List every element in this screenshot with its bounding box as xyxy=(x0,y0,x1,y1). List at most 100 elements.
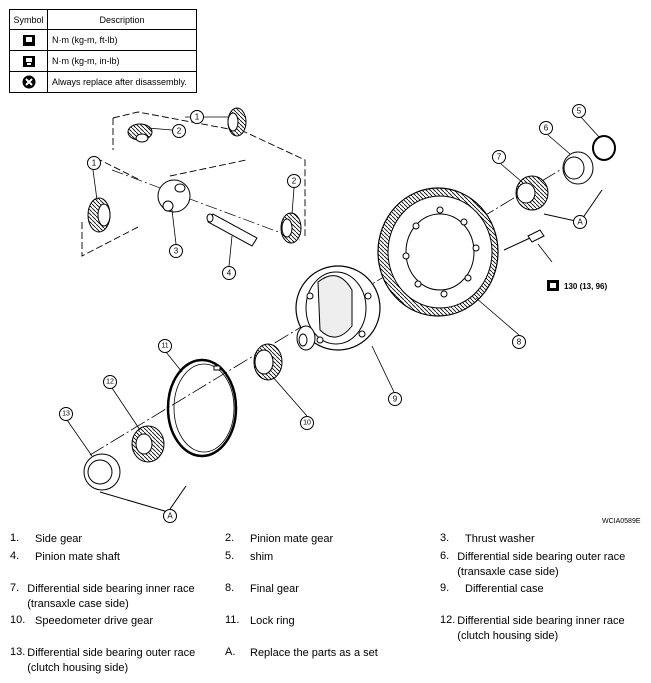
part-number: 11. xyxy=(225,614,240,626)
always-replace-icon xyxy=(22,75,35,89)
part-number: 10. xyxy=(10,614,26,626)
part-name: Differential case xyxy=(465,583,544,595)
callout-a-lower xyxy=(163,509,177,523)
leader-lines xyxy=(66,115,601,457)
callout-label: 4 xyxy=(227,269,232,278)
part-name: Differential side bearing outer race (cl… xyxy=(27,647,196,674)
callout-label: 11 xyxy=(161,343,168,350)
callout-label: 1 xyxy=(195,113,200,122)
callout-11 xyxy=(158,339,172,353)
legend-row-text: N·m (kg-m, ft-lb) xyxy=(47,29,197,51)
pinion-mate-shaft xyxy=(206,213,258,247)
callout-label: A xyxy=(167,512,173,521)
list-item: 2. Pinion mate gear xyxy=(225,532,425,547)
part-name: shim xyxy=(250,551,274,563)
callout-7 xyxy=(492,150,506,164)
final-gear xyxy=(377,187,499,317)
part-number: 7. xyxy=(10,582,20,594)
legend-row-text: Always replace after disassembly. xyxy=(47,71,197,93)
image-id: WCIA0589E xyxy=(602,518,641,525)
side-gear-upper xyxy=(227,107,247,137)
callout-label: 12 xyxy=(106,379,114,386)
legend-header-description: Description xyxy=(47,9,197,30)
part-name: Differential side bearing inner race (cl… xyxy=(457,615,625,642)
part-number: 4. xyxy=(10,550,20,562)
part-name: Side gear xyxy=(35,533,83,545)
list-item: 3. Thrust washer xyxy=(440,532,645,547)
list-item: 1. Side gear xyxy=(10,532,210,547)
part-name: Lock ring xyxy=(250,615,295,627)
callout-label: 1 xyxy=(92,159,97,168)
part-number: 2. xyxy=(225,532,235,544)
callout-3 xyxy=(169,244,183,258)
callout-8 xyxy=(512,335,526,349)
torque-spec: 130 (13, 96) xyxy=(564,282,607,291)
part-number: 6. xyxy=(440,550,450,562)
list-item: 12. Differential side bearing inner race… xyxy=(440,614,645,644)
list-item: 11. Lock ring xyxy=(225,614,425,629)
callout-10 xyxy=(300,416,314,430)
set-bracket-upper xyxy=(543,189,603,223)
callout-1a xyxy=(87,156,101,170)
pinion-axis xyxy=(111,169,301,241)
part-number: 1. xyxy=(10,532,20,544)
callout-label: 2 xyxy=(177,127,182,136)
lock-ring xyxy=(166,358,238,458)
inner-race-clutch-side xyxy=(131,425,165,463)
differential-case xyxy=(295,265,381,351)
list-item: 6. Differential side bearing outer race … xyxy=(440,550,645,580)
callout-2a xyxy=(172,124,186,138)
callout-1b xyxy=(190,110,204,124)
callout-label: 6 xyxy=(544,124,549,133)
callout-5 xyxy=(572,104,586,118)
list-item: A. Replace the parts as a set xyxy=(225,646,435,661)
legend-row-text: N·m (kg-m, in-lb) xyxy=(47,50,197,72)
part-name: Differential side bearing outer race (tr… xyxy=(457,551,626,578)
part-number: A. xyxy=(225,646,236,658)
callout-label: 5 xyxy=(577,107,582,116)
part-name: Final gear xyxy=(250,583,299,595)
callout-9 xyxy=(388,392,402,406)
pinion-mate-gear-right xyxy=(280,212,302,244)
part-number: 13. xyxy=(10,646,26,658)
callout-label: 3 xyxy=(174,247,179,256)
callout-label: 2 xyxy=(292,177,297,186)
symbol-legend: Symbol Description N·m (kg-m, ft-lb) N·m… xyxy=(9,9,197,93)
legend-header-symbol: Symbol xyxy=(9,9,48,30)
callout-13 xyxy=(59,407,73,421)
side-gear-left xyxy=(87,197,111,233)
callout-2b xyxy=(287,174,301,188)
thrust-washer xyxy=(157,179,191,213)
part-name: Thrust washer xyxy=(465,533,535,545)
callout-label: 10 xyxy=(303,420,311,427)
list-item: 7. Differential side bearing inner race … xyxy=(10,582,215,612)
torque-wrench-icon xyxy=(22,34,35,46)
set-bracket-lower xyxy=(99,485,187,513)
list-item: 10. Speedometer drive gear xyxy=(10,614,210,629)
pinion-mate-gear-upper xyxy=(127,123,153,143)
list-item: 4. Pinion mate shaft xyxy=(10,550,210,565)
callout-4 xyxy=(222,266,236,280)
callout-a-upper xyxy=(573,215,587,229)
callout-label: 8 xyxy=(517,338,522,347)
part-name: Pinion mate gear xyxy=(250,533,334,545)
part-name: Pinion mate shaft xyxy=(35,551,120,563)
part-name: Speedometer drive gear xyxy=(35,615,154,627)
list-item: 13. Differential side bearing outer race… xyxy=(10,646,215,676)
final-gear-bolt xyxy=(503,229,545,251)
list-item: 8. Final gear xyxy=(225,582,425,597)
speedometer-drive-gear xyxy=(253,343,283,381)
part-number: 5. xyxy=(225,550,235,562)
exploded-diagram: 1 1 2 2 3 4 5 6 7 8 9 10 11 12 13 A A 13… xyxy=(59,104,616,523)
callout-label: 7 xyxy=(497,153,502,162)
set-boundary-upper xyxy=(81,111,306,257)
outer-race-clutch-side xyxy=(83,453,121,491)
callout-label: A xyxy=(577,218,583,227)
part-number: 9. xyxy=(440,582,450,594)
shim xyxy=(592,135,616,161)
callout-label: 13 xyxy=(62,411,70,418)
part-name: Replace the parts as a set xyxy=(250,647,378,659)
list-item: 5. shim xyxy=(225,550,425,565)
part-number: 3. xyxy=(440,532,450,544)
outer-race-transaxle-side xyxy=(562,151,594,185)
